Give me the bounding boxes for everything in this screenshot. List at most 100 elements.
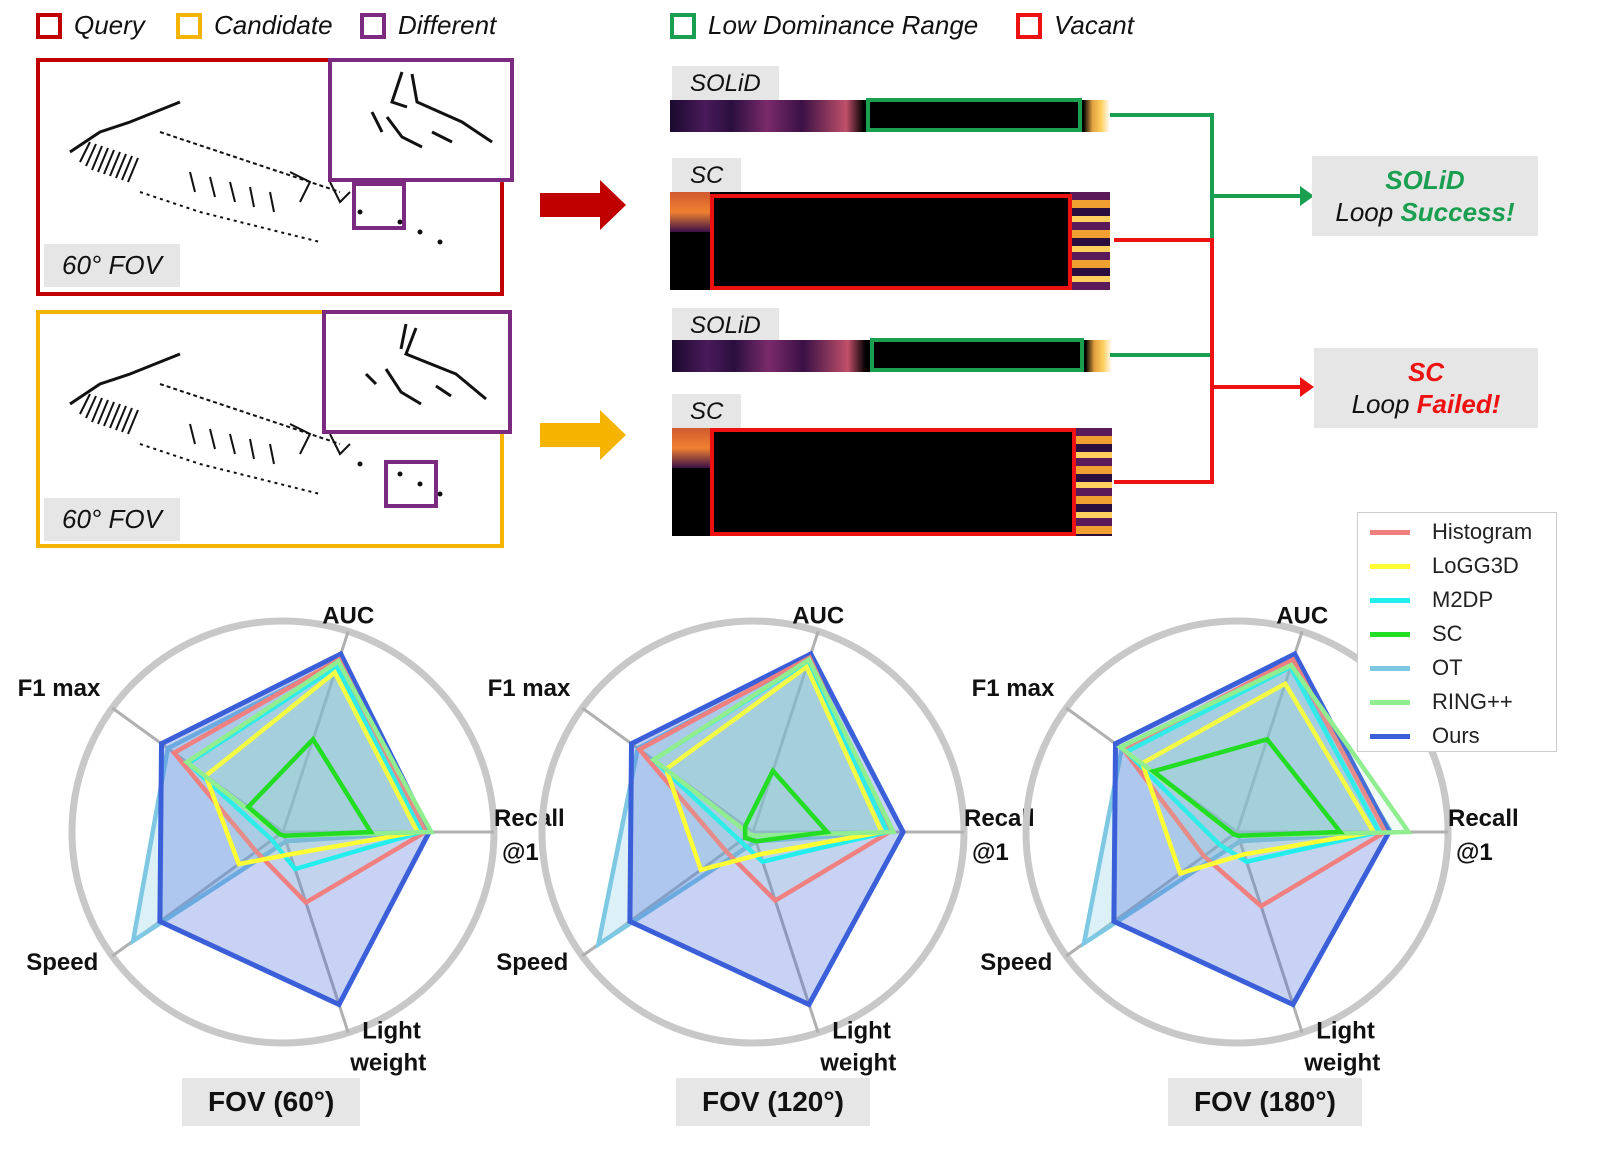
sc-descriptor-1 xyxy=(670,192,1110,290)
sc-tag-1: SC xyxy=(672,158,742,194)
radar-axis-label: F1 max xyxy=(18,675,101,702)
solid-tag-1: SOLiD xyxy=(672,66,779,102)
radar-axis-label: F1 max xyxy=(488,675,571,702)
solid-descriptor-1 xyxy=(670,98,1110,132)
candidate-fov-label: 60° FOV xyxy=(44,498,180,541)
candidate-zoom-cloud xyxy=(364,323,487,406)
legend-line xyxy=(1370,699,1410,705)
legend-label: OT xyxy=(1432,655,1463,680)
legend-label: Histogram xyxy=(1432,519,1533,544)
legend-item-ot: OT xyxy=(1358,651,1556,685)
legend-item-sc: SC xyxy=(1358,617,1556,651)
solid-success-line: Loop Success! xyxy=(1312,196,1538,228)
solid-success-word: Success! xyxy=(1400,197,1515,227)
legend-label: RING++ xyxy=(1432,689,1513,714)
legend-vacant-label: Vacant xyxy=(1054,10,1134,40)
radar-series-ours xyxy=(627,650,906,1008)
radar-axis-label: AUC xyxy=(1276,602,1328,629)
sc-vacant-box-2 xyxy=(710,428,1076,536)
solid-tag-2: SOLiD xyxy=(672,308,779,344)
sc-failed-word: Failed! xyxy=(1416,389,1501,419)
legend-item-m2dp: M2DP xyxy=(1358,583,1556,617)
candidate-small-box xyxy=(384,460,438,508)
radar-axis-label: @1 xyxy=(502,839,539,866)
legend-candidate: Candidate xyxy=(176,10,333,41)
legend-item-ours: Ours xyxy=(1358,719,1556,753)
solid-success-name: SOLiD xyxy=(1385,165,1465,195)
radar-axis-label: Light xyxy=(832,1018,891,1045)
sc-heat-right-2 xyxy=(1074,428,1112,536)
radar-axis-label: weight xyxy=(1303,1050,1380,1077)
sc-failed-text: Loop xyxy=(1351,389,1417,419)
solid-low-dominance-box-1 xyxy=(866,98,1082,132)
query-swatch xyxy=(36,12,62,39)
radar-series-m2dp xyxy=(1122,663,1383,865)
legend-line xyxy=(1370,733,1410,739)
radar-axis-label: Light xyxy=(1316,1018,1375,1045)
legend-item-ring: RING++ xyxy=(1358,685,1556,719)
legend-line xyxy=(1370,563,1410,569)
radar-axis-label: F1 max xyxy=(972,675,1055,702)
sc-heat-left-2 xyxy=(672,428,712,468)
radar-axis-label: @1 xyxy=(1456,839,1493,866)
legend-item-logg3d: LoGG3D xyxy=(1358,549,1556,583)
radar-series-logg3d xyxy=(1139,680,1378,877)
sc-failed-name: SC xyxy=(1407,357,1445,387)
yellow-arrow xyxy=(540,410,626,460)
radar-axis-label: Recall xyxy=(1448,805,1519,832)
radar-series-sc xyxy=(245,735,375,838)
query-fov-label: 60° FOV xyxy=(44,244,180,287)
legend-line xyxy=(1370,631,1410,637)
radar-axis-label: Speed xyxy=(496,949,568,976)
legend-low-dominance: Low Dominance Range xyxy=(670,10,978,41)
legend-label: LoGG3D xyxy=(1432,553,1519,578)
radar-series-ring xyxy=(649,656,897,838)
radar-spoke xyxy=(751,831,820,1034)
legend-candidate-label: Candidate xyxy=(214,10,333,40)
solid-success-box: SOLiD Loop Success! xyxy=(1312,156,1538,236)
legend-vacant: Vacant xyxy=(1016,10,1134,41)
radar-axis-label: AUC xyxy=(792,602,844,629)
connector-lines xyxy=(1110,113,1314,484)
legend-line xyxy=(1370,529,1410,535)
sc-tag-2: SC xyxy=(672,394,742,430)
radar-title-180: FOV (180°) xyxy=(1168,1078,1362,1126)
legend-query: Query xyxy=(36,10,145,41)
query-point-cloud xyxy=(69,100,443,245)
radar-axis-label: @1 xyxy=(972,839,1009,866)
radar-axis-label: weight xyxy=(819,1050,896,1077)
legend-different: Different xyxy=(360,10,496,41)
legend-label: M2DP xyxy=(1432,587,1494,612)
solid-success-text: Loop xyxy=(1335,197,1401,227)
query-small-box xyxy=(352,182,406,230)
radar-axis-label: AUC xyxy=(322,602,374,629)
query-panel: 60° FOV xyxy=(36,58,514,296)
sc-failed-line: Loop Failed! xyxy=(1314,388,1538,420)
radar-series-sc xyxy=(1148,736,1345,838)
legend-line xyxy=(1370,665,1410,671)
sc-descriptor-2 xyxy=(672,428,1112,536)
query-zoom-cloud xyxy=(370,71,493,149)
legend-low-dominance-label: Low Dominance Range xyxy=(708,10,979,40)
radar-axis-label: Speed xyxy=(26,949,98,976)
different-swatch xyxy=(360,12,386,39)
solid-descriptor-2 xyxy=(672,338,1112,372)
radar-title-60: FOV (60°) xyxy=(182,1078,361,1126)
candidate-swatch xyxy=(176,12,202,39)
legend-different-label: Different xyxy=(398,10,497,40)
radar-series-logg3d xyxy=(663,663,885,873)
red-arrow xyxy=(540,180,626,230)
solid-low-dominance-box-2 xyxy=(870,338,1084,372)
radar-axis-label: Speed xyxy=(980,949,1052,976)
sc-failed-box: SC Loop Failed! xyxy=(1314,348,1538,428)
radar-axis-label: weight xyxy=(349,1050,426,1077)
legend-item-histogram: Histogram xyxy=(1358,515,1556,549)
legend-line xyxy=(1370,597,1410,603)
sc-heat-right-1 xyxy=(1070,192,1110,290)
legend-query-label: Query xyxy=(74,10,145,40)
